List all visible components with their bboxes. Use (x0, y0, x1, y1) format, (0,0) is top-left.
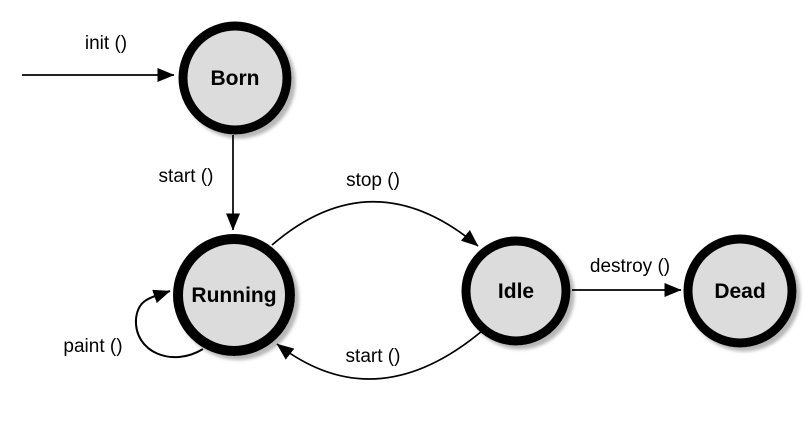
idle-label: Idle (498, 280, 534, 303)
transition-start-idle-running: start () (276, 330, 483, 380)
state-born: Born (178, 21, 292, 135)
state-running: Running (173, 234, 295, 356)
destroy-label: destroy () (590, 256, 670, 277)
paint-self-loop-arrow (134, 289, 204, 359)
idle-circle (461, 236, 571, 346)
start-return-label: start () (346, 346, 401, 367)
born-label: Born (211, 67, 260, 90)
stop-label: stop () (346, 170, 400, 191)
start-label: start () (159, 166, 214, 187)
transition-stop: stop () (271, 170, 479, 247)
dead-circle (683, 234, 797, 348)
dead-label: Dead (714, 280, 765, 303)
transition-start-born-running: start () (159, 135, 240, 231)
running-circle (173, 234, 295, 356)
born-circle (178, 21, 292, 135)
stop-arrow (271, 200, 479, 247)
running-label: Running (191, 284, 276, 307)
transition-destroy: destroy () (572, 256, 682, 297)
transition-paint: paint () (63, 289, 204, 359)
start-return-arrow (276, 330, 483, 380)
paint-label: paint () (63, 336, 122, 357)
state-dead: Dead (683, 234, 797, 348)
init-label: init () (85, 33, 127, 54)
transition-init: init () (22, 33, 175, 82)
state-idle: Idle (461, 236, 571, 346)
